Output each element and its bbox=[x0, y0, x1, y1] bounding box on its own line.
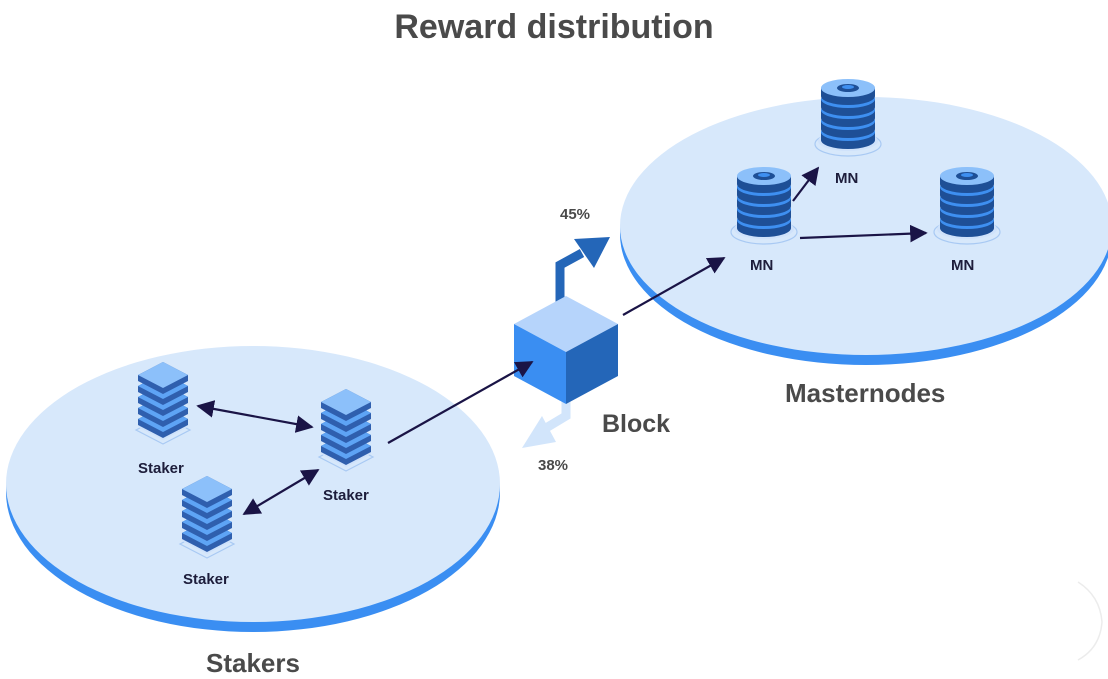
stakers-group-label: Stakers bbox=[206, 648, 300, 678]
arrow-staker-to-staker-lower bbox=[242, 469, 320, 515]
arrow-45-icon bbox=[555, 237, 610, 316]
masternodes-disc bbox=[620, 97, 1108, 365]
masternode-server-icon bbox=[730, 166, 798, 245]
staker-node-label: Staker bbox=[138, 460, 184, 477]
staker-node-label: Staker bbox=[183, 571, 229, 588]
block-label: Block bbox=[602, 410, 671, 438]
masternodes-group-label: Masternodes bbox=[785, 378, 946, 408]
arrow-mn-to-mn-top bbox=[792, 166, 820, 202]
arrow-mn-to-mn-right bbox=[799, 224, 928, 243]
arrow-staker-to-staker-upper bbox=[196, 400, 314, 433]
staker-node-label: Staker bbox=[323, 487, 369, 504]
masternode-label: MN bbox=[951, 257, 975, 274]
masternode-server-icon bbox=[814, 78, 882, 157]
block-cube-icon bbox=[514, 296, 618, 404]
diagram-title: Reward distribution bbox=[394, 8, 714, 46]
arrow-stakers-to-block bbox=[387, 361, 534, 444]
masternode-server-icon bbox=[933, 166, 1001, 245]
masternode-share-label: 45% bbox=[560, 206, 591, 223]
stakers-disc bbox=[6, 346, 500, 632]
staker-share-label: 38% bbox=[538, 457, 569, 474]
arrow-block-to-masternode bbox=[622, 257, 726, 316]
masternode-label: MN bbox=[750, 257, 774, 274]
decorative-outline bbox=[1077, 581, 1103, 661]
masternode-label: MN bbox=[835, 170, 859, 187]
